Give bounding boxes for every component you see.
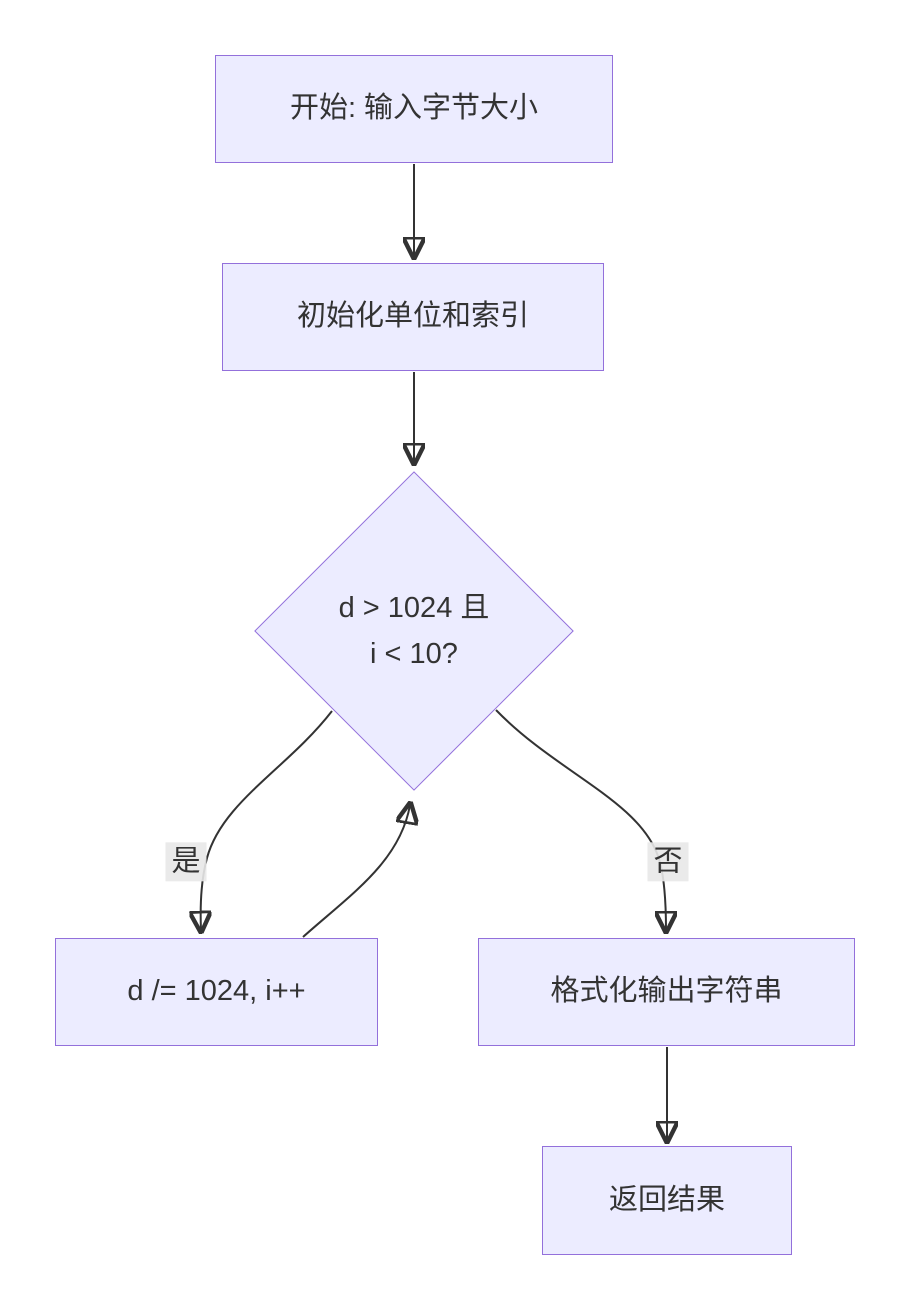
node-format: 格式化输出字符串 <box>478 938 855 1046</box>
node-loop-body: d /= 1024, i++ <box>55 938 378 1046</box>
node-start-label: 开始: 输入字节大小 <box>289 92 539 125</box>
edge-decision-loop-yes <box>201 710 333 930</box>
node-decision-label: d > 1024 且 i < 10? <box>339 585 490 677</box>
node-decision-line1: d > 1024 且 <box>338 592 490 624</box>
edge-decision-format-no <box>495 709 666 930</box>
node-result-label: 返回结果 <box>608 1183 725 1216</box>
edge-label-no: 否 <box>647 842 689 882</box>
node-decision-line2: i < 10? <box>370 638 458 670</box>
edge-label-yes: 是 <box>165 842 207 882</box>
edge-loop-decision-back <box>302 805 410 938</box>
node-init: 初始化单位和索引 <box>222 263 604 371</box>
node-init-label: 初始化单位和索引 <box>296 300 529 333</box>
node-result: 返回结果 <box>542 1146 792 1255</box>
node-start: 开始: 输入字节大小 <box>215 55 613 163</box>
node-loop-label: d /= 1024, i++ <box>127 975 306 1008</box>
node-format-label: 格式化输出字符串 <box>550 975 783 1008</box>
